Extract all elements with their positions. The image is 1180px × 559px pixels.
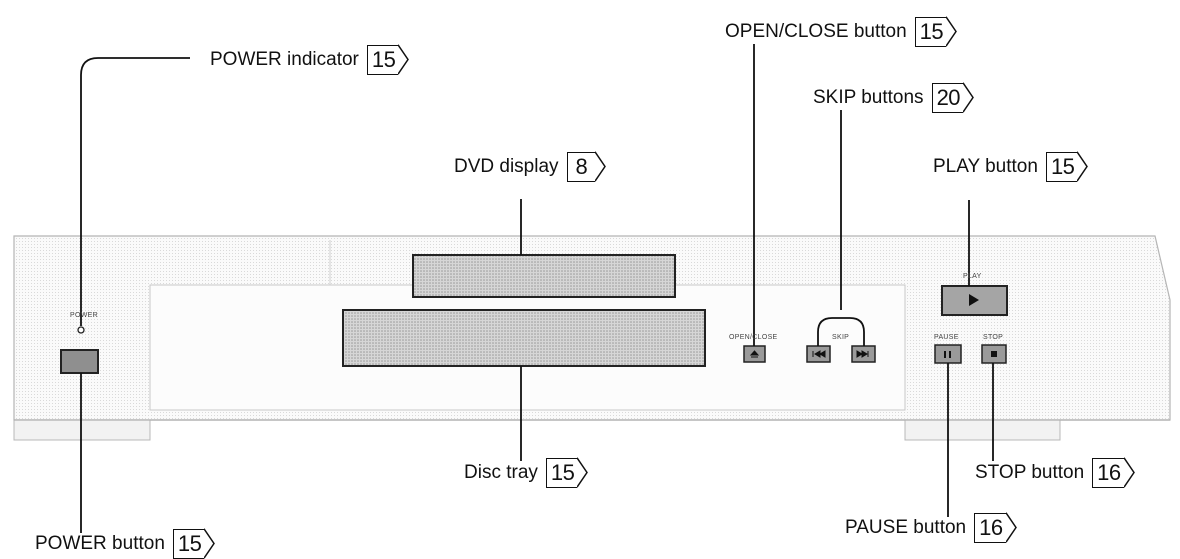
panel-label-power: POWER	[70, 312, 98, 319]
page-ref: 20	[931, 82, 975, 113]
panel-label-play: PLAY	[963, 273, 982, 280]
skip-forward-icon	[856, 350, 869, 358]
panel-label-pause: PAUSE	[934, 334, 959, 341]
disc-tray-label: Disc tray	[464, 461, 538, 483]
dvd-display-callout: DVD display 8	[454, 151, 607, 182]
page-ref: 15	[545, 457, 589, 488]
power-button-callout: POWER button 15	[35, 528, 216, 559]
power-indicator-label: POWER indicator	[210, 48, 359, 70]
stop-callout: STOP button 16	[975, 457, 1136, 488]
power-button-label: POWER button	[35, 532, 165, 554]
dvd-display-window	[412, 254, 676, 298]
page-ref: 15	[172, 528, 216, 559]
open-close-label: OPEN/CLOSE button	[725, 20, 907, 42]
panel-label-skip: SKIP	[832, 334, 850, 341]
disc-tray-callout: Disc tray 15	[464, 457, 589, 488]
skip-back-icon	[812, 350, 826, 358]
panel-label-stop: STOP	[983, 334, 1004, 341]
page-ref: 8	[566, 151, 608, 182]
play-button[interactable]	[941, 285, 1008, 316]
power-button[interactable]	[60, 349, 99, 374]
pause-icon	[944, 351, 951, 358]
skip-callout: SKIP buttons 20	[813, 82, 975, 113]
play-callout: PLAY button 15	[933, 151, 1089, 182]
pause-button[interactable]	[934, 344, 962, 364]
page-ref: 15	[914, 16, 958, 47]
panel-label-open-close: OPEN/CLOSE	[729, 334, 778, 341]
open-close-callout: OPEN/CLOSE button 15	[725, 16, 958, 47]
disc-tray	[342, 309, 706, 367]
skip-forward-button[interactable]	[851, 345, 876, 363]
page-ref: 16	[1092, 457, 1135, 488]
pause-label: PAUSE button	[845, 516, 967, 538]
play-label: PLAY button	[933, 155, 1038, 177]
power-indicator-callout: POWER indicator 15	[210, 44, 410, 75]
page-ref: 15	[1045, 151, 1089, 182]
power-indicator-led	[77, 326, 85, 334]
page-ref: 16	[974, 512, 1017, 543]
play-icon	[969, 294, 979, 306]
skip-back-button[interactable]	[806, 345, 831, 363]
stop-label: STOP button	[975, 461, 1085, 483]
leader-lines	[80, 44, 994, 533]
stop-icon	[991, 351, 997, 357]
page-ref: 15	[366, 44, 410, 75]
stop-button[interactable]	[981, 344, 1007, 364]
skip-label: SKIP buttons	[813, 86, 924, 108]
dvd-display-label: DVD display	[454, 155, 559, 177]
pause-callout: PAUSE button 16	[845, 512, 1018, 543]
open-close-button[interactable]	[743, 345, 766, 363]
